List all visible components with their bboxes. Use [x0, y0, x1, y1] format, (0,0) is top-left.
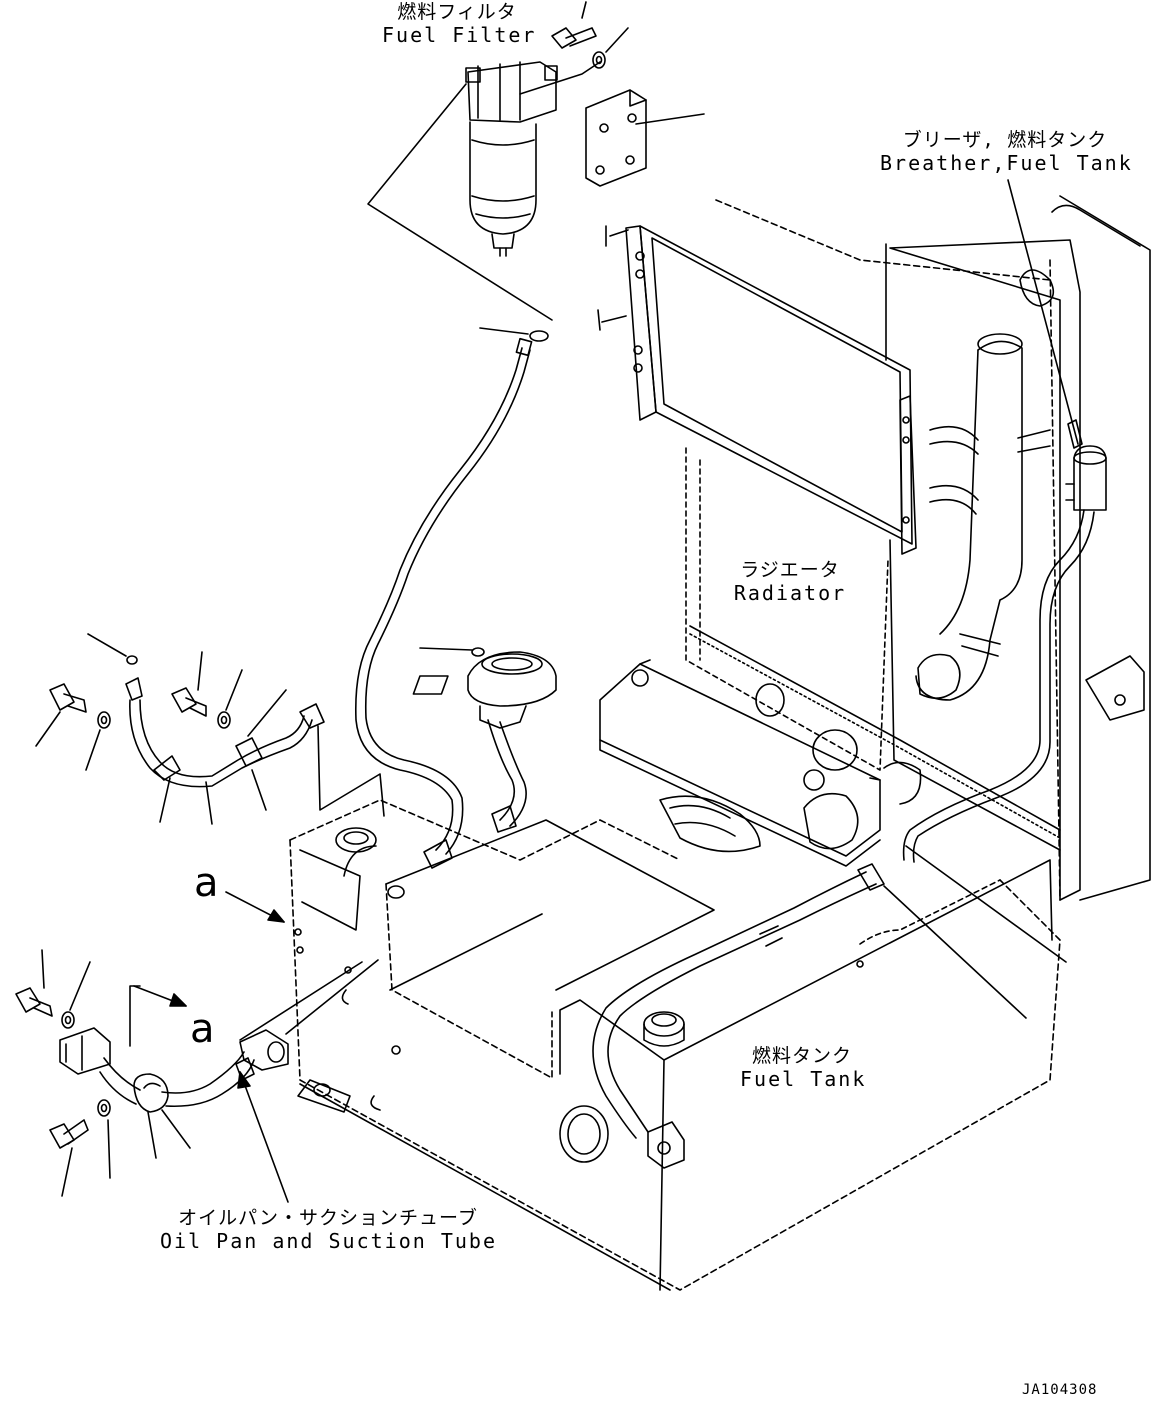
- radiator-assembly: [598, 196, 1150, 900]
- suction-tube-label-jp: オイルパン・サクションチューブ: [178, 1207, 478, 1229]
- radiator-label-en: Radiator: [733, 580, 847, 605]
- intercooler-pipe: [916, 334, 1050, 700]
- fuel-filter-washer: [593, 28, 628, 68]
- breather-fuel-tank: [1008, 180, 1106, 510]
- bolt-lower-left-top: [16, 950, 52, 1016]
- fuel-filter-label-jp: 燃料フィルタ: [397, 1, 517, 23]
- fuel-filter-guide: [368, 84, 552, 320]
- view-marker-upper: a: [194, 860, 219, 906]
- suction-view-guide: [130, 986, 140, 1046]
- fuel-filter-bracket: [586, 90, 704, 186]
- fuel-tank-label: 燃料タンク Fuel Tank: [740, 1045, 867, 1091]
- fuel-hose-right: [608, 884, 876, 1132]
- hose-detail-guide: [318, 726, 384, 816]
- fuel-filter-label-en: Fuel Filter: [382, 22, 537, 47]
- filler-neck: [420, 648, 556, 832]
- hose-detail-upper: [88, 634, 324, 824]
- view-marker-lower: a: [190, 1006, 215, 1052]
- breather-label: ブリーザ, 燃料タンク Breather,Fuel Tank: [880, 129, 1133, 175]
- bolt-upper-middle: [172, 652, 206, 716]
- drawing-code: JA104308: [1022, 1382, 1098, 1398]
- fuel-hose-filter: [356, 348, 522, 850]
- suction-tube-detail: [60, 1028, 288, 1112]
- fuel-tank-label-jp: 燃料タンク: [751, 1045, 852, 1067]
- radiator-label-jp: ラジエータ: [740, 559, 840, 581]
- fuel-filter-label: 燃料フィルタ Fuel Filter: [382, 1, 537, 47]
- radiator-label: ラジエータ Radiator: [728, 559, 852, 605]
- suction-tube-label: オイルパン・サクションチューブ Oil Pan and Suction Tube: [160, 1207, 497, 1253]
- suction-tube-arrow: [238, 1072, 288, 1202]
- bolt-upper-left: [36, 684, 86, 746]
- washer-upper-left: [86, 712, 110, 770]
- fuel-filter-bolt: [552, 2, 596, 48]
- filter-oring: [480, 328, 548, 341]
- suction-tube-label-en: Oil Pan and Suction Tube: [160, 1228, 497, 1253]
- view-arrow-upper: [226, 892, 284, 922]
- washer-lower-left-bottom: [98, 1100, 110, 1178]
- bolt-lower-left-bottom: [50, 1120, 88, 1196]
- breather-hose: [904, 510, 1084, 860]
- breather-label-jp: ブリーザ, 燃料タンク: [902, 129, 1108, 151]
- breather-label-en: Breather,Fuel Tank: [880, 150, 1133, 175]
- view-arrow-lower: [134, 986, 186, 1006]
- fuel-filter-assembly: [466, 62, 557, 256]
- fuel-tank: [290, 800, 1060, 1290]
- washer-lower-left-top: [62, 962, 90, 1028]
- washer-upper-middle: [218, 670, 242, 728]
- fuel-tank-label-en: Fuel Tank: [740, 1066, 867, 1091]
- bracket-guide: [520, 62, 600, 94]
- upper-tank: [413, 660, 920, 866]
